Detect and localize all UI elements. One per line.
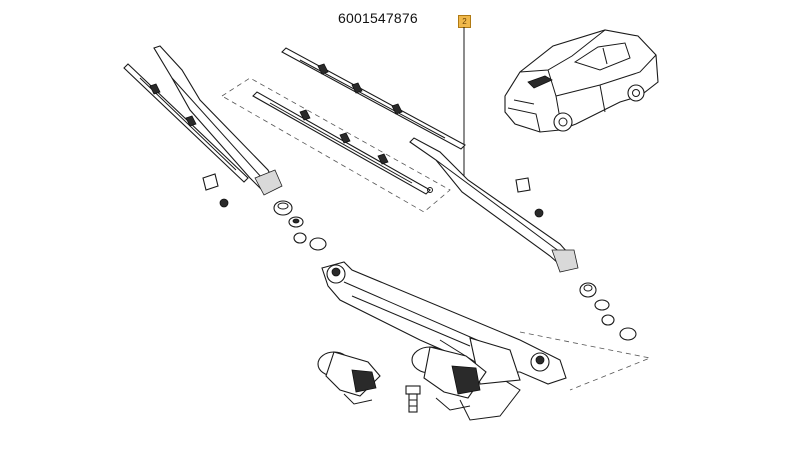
spare-wiper-blade-icon	[252, 91, 433, 195]
bolt-icon	[405, 385, 421, 413]
wiper-motor-icon	[317, 351, 381, 405]
wiper-motor-icon	[411, 346, 487, 411]
nut-icon	[219, 198, 229, 208]
nut-icon	[534, 208, 544, 218]
nut-icon	[288, 216, 304, 228]
guide-line	[519, 331, 652, 391]
blade-kit-outline	[221, 77, 451, 213]
wiper-blade-icon	[281, 47, 466, 150]
wiper-arm-icon	[409, 137, 579, 273]
nut-icon	[293, 232, 307, 244]
nut-icon	[619, 327, 637, 341]
wiper-arm-icon	[153, 45, 283, 196]
cap-icon	[515, 177, 531, 193]
part-number: 6001547876	[338, 10, 418, 26]
wiper-linkage-icon	[321, 261, 567, 421]
nut-icon	[579, 282, 597, 298]
nut-icon	[594, 299, 610, 311]
nut-icon	[601, 314, 615, 326]
nut-icon	[273, 200, 293, 216]
car-thumbnail-icon	[504, 29, 659, 133]
nut-icon	[309, 237, 327, 251]
wiper-blade-icon	[123, 63, 249, 183]
cap-icon	[202, 173, 219, 191]
